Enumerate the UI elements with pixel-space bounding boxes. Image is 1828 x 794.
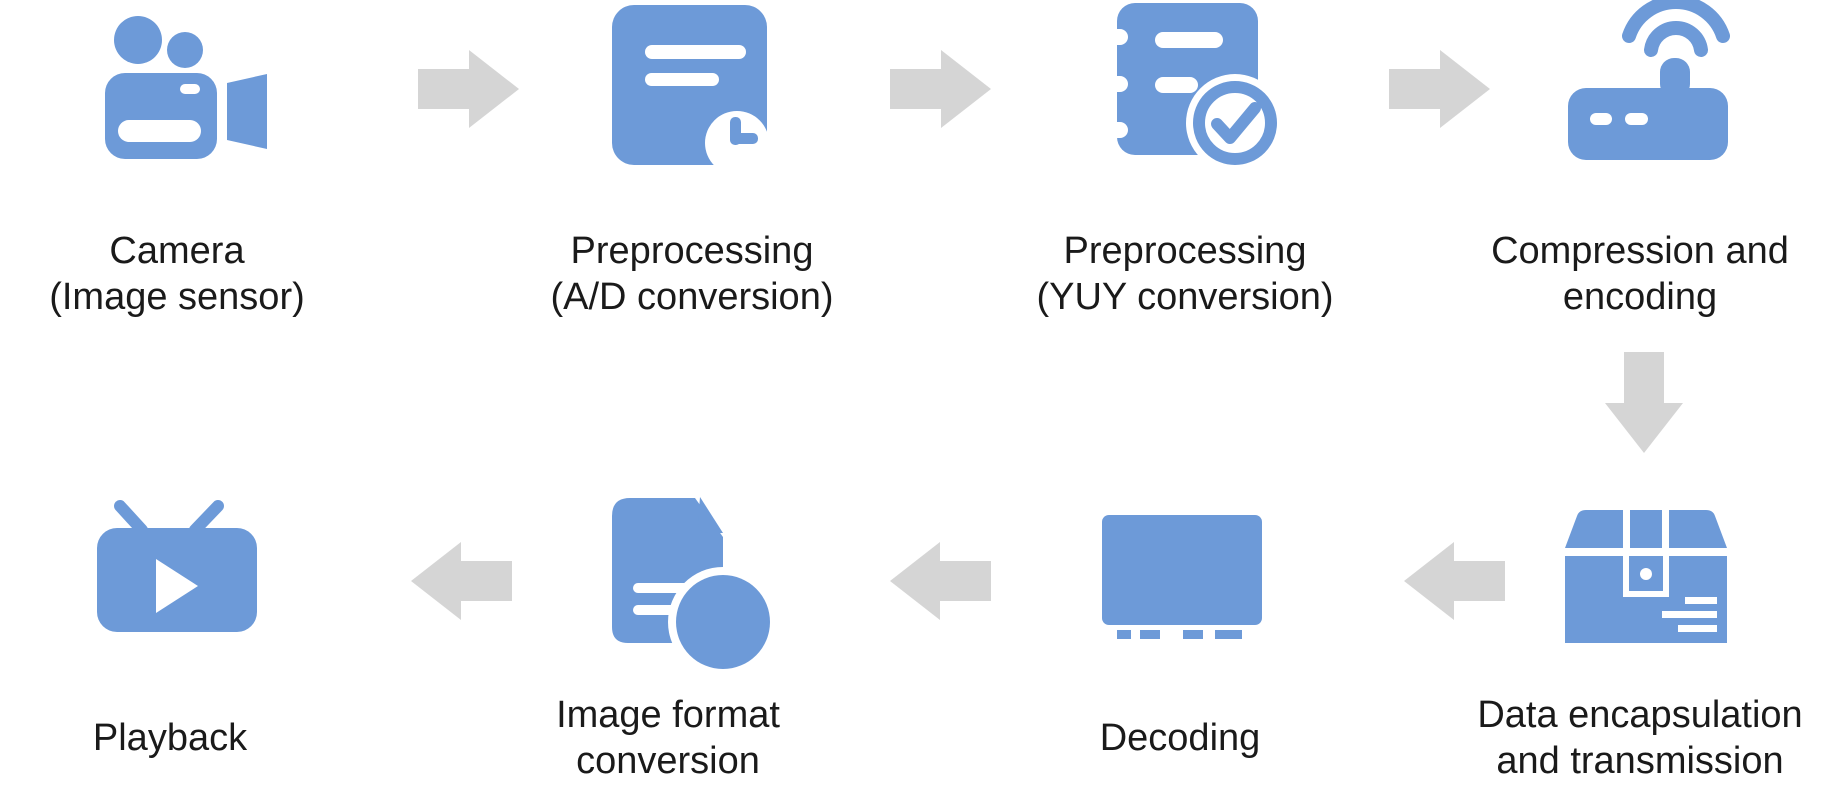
label-line: Camera xyxy=(109,230,245,272)
label-line: Image format xyxy=(556,694,780,736)
flow-arrow-right-2 xyxy=(890,50,991,128)
package-box-icon xyxy=(1565,508,1727,643)
flow-arrow-left-1 xyxy=(1404,542,1505,620)
label-image-format: Image format conversion xyxy=(408,692,928,784)
document-convert-icon xyxy=(612,497,772,672)
label-line: conversion xyxy=(576,740,760,782)
flow-arrow-right-3 xyxy=(1389,50,1490,128)
tv-play-icon xyxy=(97,500,257,632)
label-line: Data encapsulation xyxy=(1477,694,1803,736)
flow-arrow-left-3 xyxy=(411,542,512,620)
label-playback: Playback xyxy=(0,715,430,761)
label-line: (A/D conversion) xyxy=(550,276,834,318)
flow-arrow-left-2 xyxy=(890,542,991,620)
label-line: Preprocessing xyxy=(570,230,814,272)
label-encapsulation: Data encapsulation and transmission xyxy=(1380,692,1828,784)
label-line: Compression and xyxy=(1491,230,1789,272)
label-compression: Compression and encoding xyxy=(1380,228,1828,320)
label-decoding: Decoding xyxy=(920,715,1440,761)
label-line: (YUY conversion) xyxy=(1036,276,1334,318)
screen-decoder-icon xyxy=(1102,515,1262,639)
label-line: Decoding xyxy=(1099,717,1261,759)
document-clock-icon xyxy=(612,5,767,175)
video-camera-icon xyxy=(105,16,267,159)
notebook-check-icon xyxy=(1113,3,1280,172)
flow-arrow-down xyxy=(1605,352,1683,453)
label-preprocessing-ad: Preprocessing (A/D conversion) xyxy=(432,228,952,320)
label-camera: Camera (Image sensor) xyxy=(0,228,437,320)
wireless-router-icon xyxy=(1568,0,1730,160)
label-line: encoding xyxy=(1562,276,1718,318)
label-line: Preprocessing xyxy=(1063,230,1307,272)
label-line: and transmission xyxy=(1496,740,1784,782)
label-line: (Image sensor) xyxy=(49,276,305,318)
label-preprocessing-yuy: Preprocessing (YUY conversion) xyxy=(925,228,1445,320)
label-line: Playback xyxy=(92,717,248,759)
flow-arrow-right-1 xyxy=(418,50,519,128)
